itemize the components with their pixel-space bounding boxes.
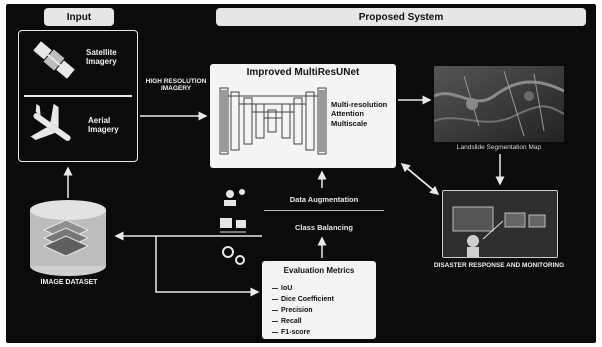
proposed-system-label: Proposed System xyxy=(358,11,444,23)
segmentation-map-image xyxy=(434,66,564,142)
image-dataset-icon xyxy=(30,200,106,276)
disaster-response-image xyxy=(442,190,558,258)
step-icons xyxy=(220,189,246,265)
satellite-label: Satellite Imagery xyxy=(86,48,117,67)
satellite-icon xyxy=(33,41,75,79)
metric-item: F1-score xyxy=(272,327,334,338)
metric-item: Recall xyxy=(272,316,334,327)
model-title: Improved MultiResUNet xyxy=(246,67,360,78)
feature-item: Multi-resolution xyxy=(331,100,388,109)
metrics-list: IoU Dice Coefficient Precision Recall F1… xyxy=(272,283,334,338)
gears-icon xyxy=(222,246,245,265)
disaster-response-label: DISASTER RESPONSE AND MONITORING xyxy=(433,262,565,269)
model-panel xyxy=(210,64,396,168)
input-sources-box xyxy=(18,30,138,162)
architecture-diagram: Input Proposed System Satellite Imagery … xyxy=(6,4,596,343)
evaluation-metrics-title: Evaluation Metrics xyxy=(283,266,355,275)
airplane-icon xyxy=(30,103,71,141)
input-header: Input xyxy=(44,8,114,26)
arrow-dataset-to-metrics xyxy=(155,236,260,297)
aerial-label: Aerial Imagery xyxy=(88,116,119,135)
input-divider xyxy=(24,95,132,97)
data-augmentation-step: Data Augmentation xyxy=(289,194,359,204)
feature-item: Attention xyxy=(331,109,364,119)
metric-item: Dice Coefficient xyxy=(272,294,334,305)
augmentation-icon xyxy=(224,189,245,206)
class-balancing-step: Class Balancing xyxy=(295,222,353,232)
step-divider xyxy=(264,210,384,211)
proposed-system-header: Proposed System xyxy=(216,8,586,26)
unet-diagram xyxy=(219,87,327,155)
segmentation-map-label: Landslide Segmentation Map xyxy=(456,144,542,151)
input-header-label: Input xyxy=(66,11,92,23)
model-features: Multi-resolution Attention Multiscale xyxy=(331,100,397,128)
balancing-icon xyxy=(220,218,246,233)
metric-item: IoU xyxy=(272,283,334,294)
feature-item: Multiscale xyxy=(331,118,368,128)
metric-item: Precision xyxy=(272,305,334,316)
image-dataset-label: IMAGE DATASET xyxy=(40,279,98,286)
high-resolution-label: HIGH RESOLUTION IMAGERY xyxy=(145,78,207,93)
evaluation-metrics-panel: Evaluation Metrics IoU Dice Coefficient … xyxy=(262,261,376,339)
connectors xyxy=(63,95,505,297)
